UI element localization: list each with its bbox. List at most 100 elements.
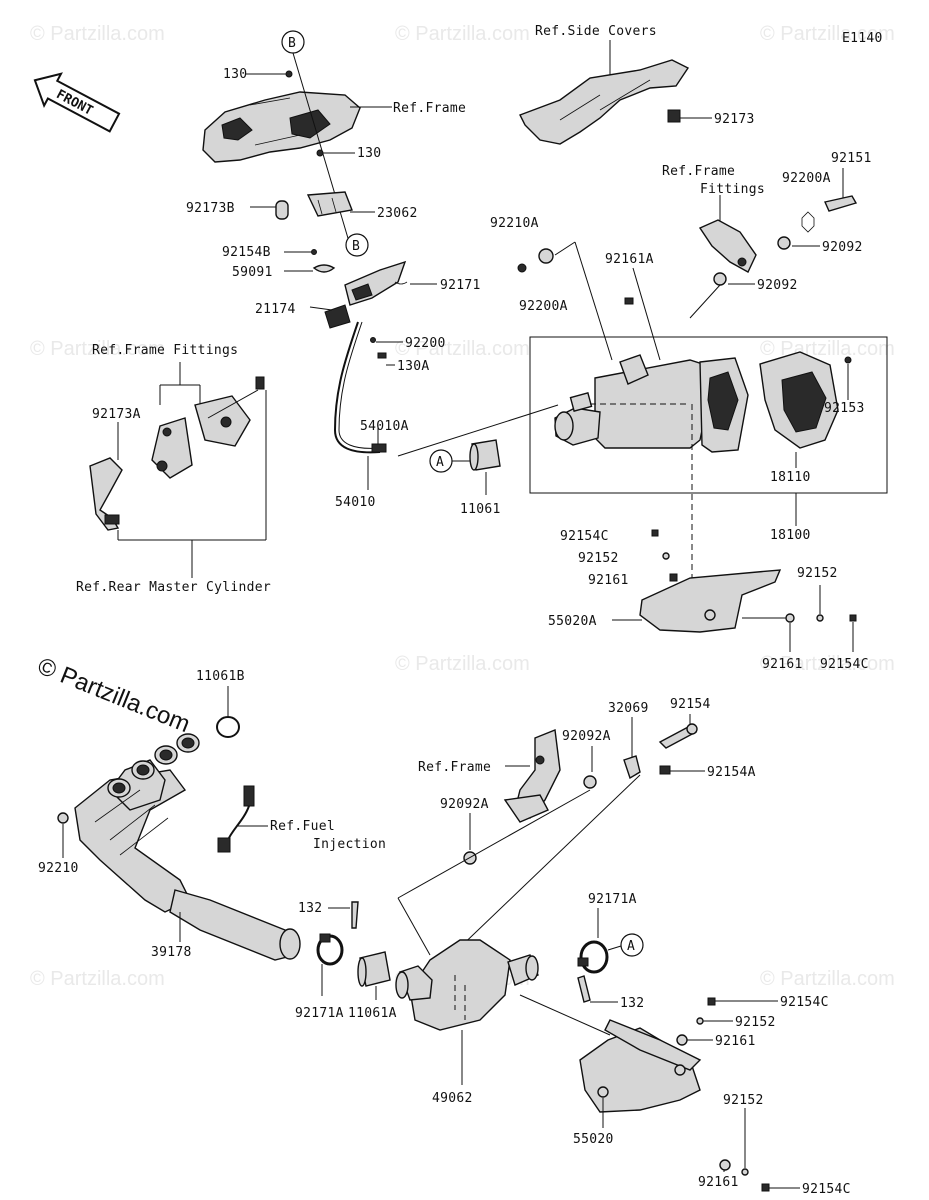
watermark: © Partzilla.com — [395, 338, 530, 360]
rear-frame-assembly — [202, 91, 361, 163]
part-label-92161-d: 92161 — [698, 1175, 739, 1190]
ref-frame-fittings-right-line1: Ref.Frame — [662, 164, 735, 179]
copyright-text: © Partzilla.com — [34, 653, 194, 739]
part-label-132-a: 132 — [298, 901, 322, 916]
watermark: © Partzilla.com — [30, 23, 165, 45]
ref-frame-fittings-left-label: Ref.Frame Fittings — [92, 343, 238, 358]
part-label-54010: 54010 — [335, 495, 376, 510]
pre-muffler-49062 — [395, 939, 539, 1031]
part-label-92173B: 92173B — [186, 201, 235, 216]
o2-sensor — [217, 785, 255, 853]
side-cover-bracket — [519, 59, 690, 145]
part-label-92092A-top: 92092A — [562, 729, 611, 744]
watermark: © Partzilla.com — [395, 653, 530, 675]
part-label-92171: 92171 — [440, 278, 481, 293]
part-label-92152-c: 92152 — [735, 1015, 776, 1030]
part-label-39178: 39178 — [151, 945, 192, 960]
part-label-92171A-b: 92171A — [588, 892, 637, 907]
part-label-92092-b: 92092 — [757, 278, 798, 293]
callout-a-lower: A — [620, 933, 644, 957]
part-label-92154B: 92154B — [222, 245, 271, 260]
part-label-132-b: 132 — [620, 996, 644, 1011]
diagram-code: E1140 — [842, 31, 883, 46]
part-label-130b: 130 — [357, 146, 381, 161]
part-label-11061A: 11061A — [348, 1006, 397, 1021]
bracket-21174 — [324, 260, 407, 329]
watermark: © Partzilla.com — [395, 23, 530, 45]
gasket-11061 — [469, 439, 501, 471]
part-label-92173A: 92173A — [92, 407, 141, 422]
footrest-bracket-left — [151, 395, 251, 479]
hanger-bracket-mid — [503, 729, 561, 823]
part-label-21174: 21174 — [255, 302, 296, 317]
front-arrow-icon: FRONT — [33, 72, 121, 133]
part-label-32069: 32069 — [608, 701, 649, 716]
heat-shield-55020A — [639, 569, 782, 633]
bracket-23062 — [306, 191, 353, 217]
ref-side-covers-label: Ref.Side Covers — [535, 24, 657, 39]
part-label-92154C-c: 92154C — [780, 995, 829, 1010]
part-label-92161-c: 92161 — [715, 1034, 756, 1049]
callout-a-upper: A — [429, 449, 453, 473]
ref-rear-master-cylinder-label: Ref.Rear Master Cylinder — [76, 580, 271, 595]
part-label-130A: 130A — [397, 359, 430, 374]
callout-a-label: A — [436, 455, 444, 470]
part-label-55020A: 55020A — [548, 614, 597, 629]
part-label-92161-b: 92161 — [762, 657, 803, 672]
part-label-92152-b: 92152 — [797, 566, 838, 581]
ref-fuel-injection-line2: Injection — [313, 837, 386, 852]
part-label-92161A: 92161A — [605, 252, 654, 267]
exhaust-header-39178 — [74, 733, 301, 961]
part-label-92210: 92210 — [38, 861, 79, 876]
callout-b-label: B — [288, 36, 296, 51]
part-label-92154C-b: 92154C — [820, 657, 869, 672]
part-label-92210A: 92210A — [490, 216, 539, 231]
part-label-49062: 49062 — [432, 1091, 473, 1106]
watermark: © Partzilla.com — [30, 968, 165, 990]
callout-b-top: B — [281, 30, 305, 54]
part-label-92152-d: 92152 — [723, 1093, 764, 1108]
watermark: © Partzilla.com — [30, 338, 165, 360]
part-label-92173: 92173 — [714, 112, 755, 127]
part-label-92092-a: 92092 — [822, 240, 863, 255]
ref-frame-fittings-right-line2: Fittings — [700, 182, 765, 197]
part-label-23062: 23062 — [377, 206, 418, 221]
part-label-11061B: 11061B — [196, 669, 245, 684]
part-label-92200: 92200 — [405, 336, 446, 351]
watermark: © Partzilla.com — [760, 653, 895, 675]
part-label-18100: 18100 — [770, 528, 811, 543]
watermark: © Partzilla.com — [760, 968, 895, 990]
watermark: © Partzilla.com — [760, 23, 895, 45]
part-label-92154C-a: 92154C — [560, 529, 609, 544]
part-label-92200A-right: 92200A — [782, 171, 831, 186]
ref-frame-mid-label: Ref.Frame — [418, 760, 491, 775]
watermark: © Partzilla.com — [760, 338, 895, 360]
part-label-92153: 92153 — [824, 401, 865, 416]
part-label-92154C-d: 92154C — [802, 1182, 851, 1197]
gasket-11061A — [357, 951, 391, 987]
part-label-59091: 59091 — [232, 265, 273, 280]
part-label-92161-a: 92161 — [588, 573, 629, 588]
part-label-92200A-left: 92200A — [519, 299, 568, 314]
muffler-end-cap-18110 — [759, 351, 839, 449]
part-label-92092A-mid: 92092A — [440, 797, 489, 812]
ref-fuel-injection-line1: Ref.Fuel — [270, 819, 335, 834]
heat-shield-55020 — [579, 1019, 702, 1113]
clamp-92171A-left — [316, 933, 344, 966]
clamp-92171A-right — [577, 940, 609, 974]
part-label-92151: 92151 — [831, 151, 872, 166]
part-label-92171A-a: 92171A — [295, 1006, 344, 1021]
part-label-11061: 11061 — [460, 502, 501, 517]
part-label-130: 130 — [223, 67, 247, 82]
part-label-92154: 92154 — [670, 697, 711, 712]
part-label-92152-a: 92152 — [578, 551, 619, 566]
part-label-18110: 18110 — [770, 470, 811, 485]
callout-b-mid: B — [345, 233, 369, 257]
callout-b-label: B — [352, 239, 360, 254]
muffler-hanger — [698, 219, 757, 273]
part-label-54010A: 54010A — [360, 419, 409, 434]
part-label-55020: 55020 — [573, 1132, 614, 1147]
ref-frame-top-label: Ref.Frame — [393, 101, 466, 116]
rear-master-cylinder — [89, 457, 123, 531]
